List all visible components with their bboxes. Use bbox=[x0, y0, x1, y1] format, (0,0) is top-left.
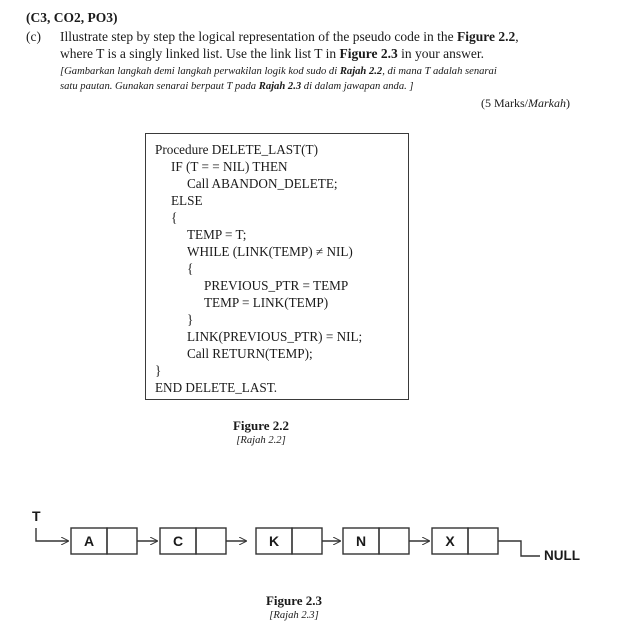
code-line: END DELETE_LAST. bbox=[155, 380, 278, 395]
head-pointer-label: T bbox=[32, 508, 41, 524]
node-value: N bbox=[355, 533, 367, 549]
question-line-2-text: where T is a singly linked list. Use the… bbox=[60, 46, 340, 61]
code-line: } bbox=[155, 363, 162, 378]
translation-line-2-end: di dalam jawapan anda. ] bbox=[301, 81, 414, 92]
question-line-1-end: , bbox=[515, 29, 519, 44]
translation-line-2: satu pautan. Gunakan senarai berpaut T p… bbox=[60, 81, 414, 92]
code-line: Procedure DELETE_LAST(T) bbox=[155, 142, 318, 157]
null-label: NULL bbox=[544, 548, 580, 563]
pseudocode-box: Procedure DELETE_LAST(T) IF (T = = NIL) … bbox=[145, 133, 409, 400]
marks-malay: Markah bbox=[528, 96, 566, 110]
figure-ref-2-2: Figure 2.2 bbox=[457, 29, 516, 44]
code-line: WHILE (LINK(TEMP) ≠ NIL) bbox=[187, 244, 353, 259]
node-link-cell bbox=[106, 527, 138, 555]
node-link-cell bbox=[291, 527, 323, 555]
code-line: PREVIOUS_PTR = TEMP bbox=[204, 278, 349, 293]
code-line: TEMP = LINK(TEMP) bbox=[204, 295, 329, 310]
translation-line-1-text: [Gambarkan langkah demi langkah perwakil… bbox=[60, 66, 340, 77]
question-line-2-end: in your answer. bbox=[397, 46, 484, 61]
code-line: Call ABANDON_DELETE; bbox=[187, 176, 338, 191]
code-line: Call RETURN(TEMP); bbox=[187, 346, 313, 361]
node-value: X bbox=[445, 533, 455, 549]
code-line: } bbox=[187, 312, 194, 327]
code-line: { bbox=[171, 210, 178, 225]
code-line: { bbox=[187, 261, 194, 276]
null-pointer-line bbox=[498, 540, 540, 557]
code-line: IF (T = = NIL) THEN bbox=[171, 159, 288, 174]
question-part: (c) bbox=[26, 29, 41, 44]
node-link-cell bbox=[378, 527, 410, 555]
code-line: TEMP = T; bbox=[187, 227, 247, 242]
marks-label: (5 Marks/Markah) bbox=[481, 96, 570, 111]
node-value: A bbox=[83, 533, 95, 549]
question-line-1-text: Illustrate step by step the logical repr… bbox=[60, 29, 458, 44]
code-line: ELSE bbox=[171, 193, 203, 208]
linked-list-diagram bbox=[35, 527, 540, 557]
node-value: K bbox=[268, 533, 280, 549]
translation-line-1-end: , di mana T adalah senarai bbox=[382, 66, 497, 77]
figure-2-3-title: Figure 2.3 bbox=[265, 593, 323, 608]
marks-text: (5 Marks/ bbox=[481, 96, 528, 110]
question-code: (C3, CO2, PO3) bbox=[26, 10, 118, 25]
node-value: C bbox=[172, 533, 184, 549]
question-line-2: where T is a singly linked list. Use the… bbox=[60, 46, 484, 62]
rajah-ref-2-2: Rajah 2.2 bbox=[339, 66, 383, 77]
question-line-1: Illustrate step by step the logical repr… bbox=[60, 29, 519, 45]
node-link-cell bbox=[195, 527, 227, 555]
figure-ref-2-3: Figure 2.3 bbox=[339, 46, 398, 61]
code-line: LINK(PREVIOUS_PTR) = NIL; bbox=[187, 329, 363, 344]
figure-2-2-title: Figure 2.2 bbox=[232, 418, 290, 433]
rajah-ref-2-3: Rajah 2.3 bbox=[258, 81, 302, 92]
translation-line-2-text: satu pautan. Gunakan senarai berpaut T p… bbox=[60, 81, 259, 92]
marks-end: ) bbox=[566, 96, 570, 110]
figure-2-3-subtitle: [Rajah 2.3] bbox=[269, 610, 319, 621]
translation-line-1: [Gambarkan langkah demi langkah perwakil… bbox=[60, 66, 497, 77]
node-link-cell bbox=[467, 527, 499, 555]
figure-2-2-subtitle: [Rajah 2.2] bbox=[236, 435, 286, 446]
head-pointer-arrow bbox=[35, 528, 68, 541]
